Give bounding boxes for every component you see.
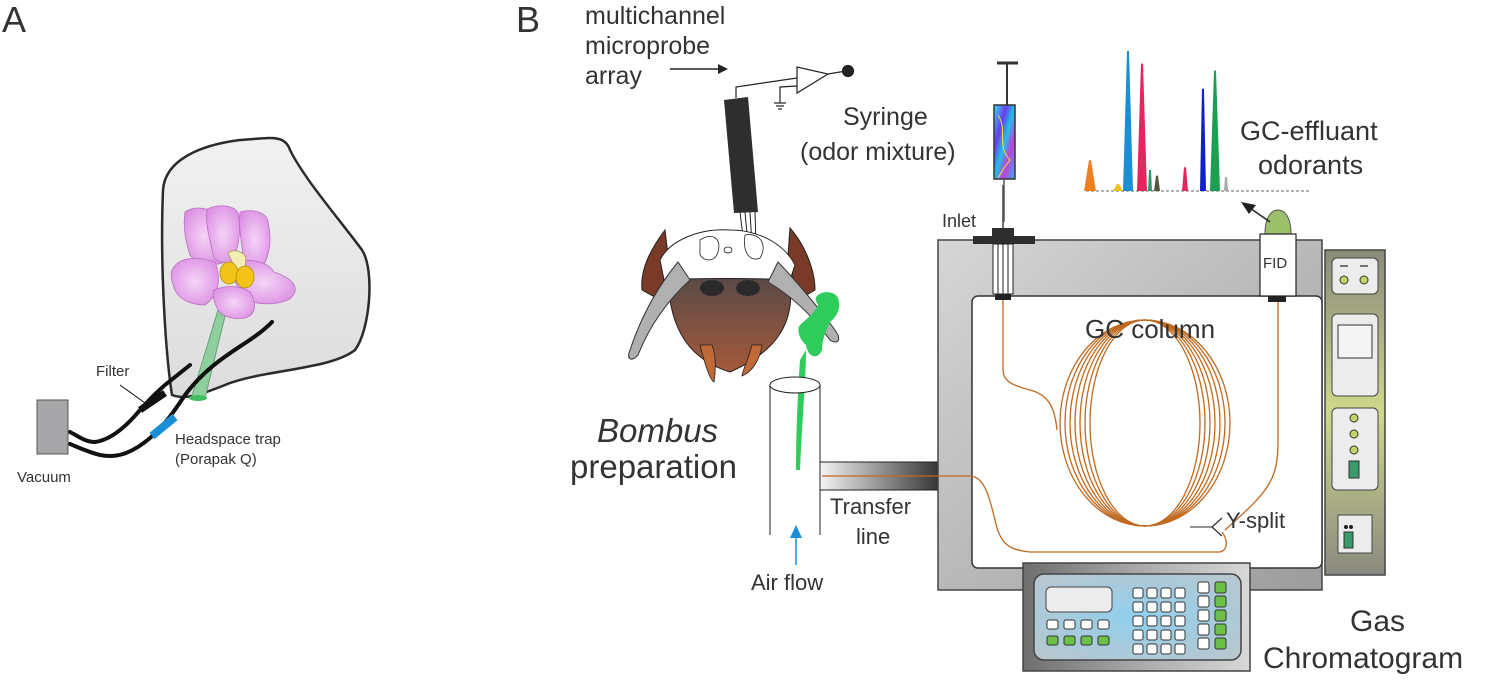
gc-column [822, 300, 1279, 553]
odor-plume [796, 292, 840, 470]
control-key-green [1214, 637, 1227, 650]
gc-label-line2: Chromatogram [1263, 642, 1464, 675]
keypad-key [1174, 601, 1186, 613]
chromatogram-peak [1200, 88, 1206, 191]
trap-label-line2: (Porapak Q) [175, 451, 257, 468]
control-key-green [1214, 581, 1227, 594]
chromatogram-peak [1113, 184, 1123, 191]
filter-label: Filter [96, 363, 130, 380]
keypad-key [1174, 643, 1186, 655]
probe-label-line2: microprobe [585, 32, 711, 60]
headspace-trap [149, 413, 178, 440]
control-key-green [1214, 623, 1227, 636]
vacuum-pump [36, 399, 69, 455]
keypad-key [1146, 629, 1158, 641]
bombus-label-line2: preparation [570, 448, 737, 485]
probe-label-line1: multichannel [585, 2, 726, 30]
control-key-green [1214, 595, 1227, 608]
microprobe-array [724, 97, 758, 246]
probe-label-line3: array [585, 62, 642, 90]
column-coil [1059, 319, 1231, 527]
fid-detector [1259, 209, 1297, 302]
control-key-green [1063, 635, 1076, 646]
air-flow-label: Air flow [751, 570, 824, 595]
syringe-label-line2: (odor mixture) [800, 138, 956, 166]
control-key [1097, 619, 1110, 630]
chromatogram-peak [1084, 160, 1096, 191]
panel-b-letter: B [516, 0, 541, 40]
chromatogram-peak [1210, 70, 1220, 191]
inlet [973, 185, 1035, 300]
chromatogram-peak [1137, 63, 1147, 191]
trap-label-line1: Headspace trap [175, 431, 281, 448]
transfer-label-line1: Transfer [830, 494, 912, 519]
fid-arrow [1241, 202, 1271, 223]
filter [138, 390, 167, 413]
chromatogram-peak [1224, 177, 1228, 191]
air-tube [769, 376, 821, 535]
control-key [1197, 581, 1210, 594]
transfer-label-line2: line [856, 524, 891, 549]
chromatogram [1084, 51, 1310, 192]
fid-label: FID [1263, 255, 1288, 272]
gc-column-label: GC column [1085, 314, 1216, 344]
air-flow-arrow [790, 525, 802, 565]
vacuum-label: Vacuum [17, 469, 71, 486]
control-key-green [1046, 635, 1059, 646]
keypad-key [1174, 629, 1186, 641]
keypad-key [1132, 629, 1144, 641]
keypad-key [1160, 629, 1172, 641]
control-key [1197, 637, 1210, 650]
probe-arrow [670, 64, 728, 74]
keypad-key [1146, 615, 1158, 627]
syringe-label-line1: Syringe [843, 103, 928, 131]
keypad-key [1132, 601, 1144, 613]
keypad-key [1160, 643, 1172, 655]
flower-anthers [219, 250, 255, 289]
keypad-key [1160, 601, 1172, 613]
keypad-key [1174, 615, 1186, 627]
control-key [1080, 619, 1093, 630]
keypad-key [1160, 615, 1172, 627]
bombus-head [628, 226, 840, 383]
effluent-label-line2: odorants [1258, 150, 1364, 180]
keypad-key [1132, 643, 1144, 655]
control-key [1197, 609, 1210, 622]
flower [170, 205, 296, 319]
keypad-key [1146, 643, 1158, 655]
keypad-key [1160, 587, 1172, 599]
panel-a-letter: A [2, 0, 27, 40]
control-key [1046, 619, 1059, 630]
chromatogram-peak [1154, 175, 1160, 191]
inlet-label: Inlet [942, 211, 977, 231]
keypad-key [1146, 587, 1158, 599]
control-key [1197, 623, 1210, 636]
syringe [993, 61, 1018, 222]
keypad-key [1132, 615, 1144, 627]
control-key [1063, 619, 1076, 630]
gc-control-panel [1022, 562, 1251, 672]
bombus-label-line1: Bombus [597, 412, 719, 449]
gc-label-line1: Gas [1350, 605, 1406, 638]
keypad-key [1174, 587, 1186, 599]
y-split-label: Y-split [1226, 508, 1286, 533]
chromatogram-peak [1123, 51, 1133, 191]
chromatogram-peak [1148, 170, 1152, 191]
gc-side-panel [1324, 249, 1386, 576]
effluent-label-line1: GC-effluant [1240, 116, 1378, 146]
chromatogram-peak [1182, 167, 1188, 191]
panel-a-headspace-diagram [36, 136, 371, 458]
control-key [1197, 595, 1210, 608]
control-key-green [1097, 635, 1110, 646]
control-key-green [1214, 609, 1227, 622]
amplifier-icon [735, 64, 855, 110]
keypad-key [1132, 587, 1144, 599]
control-key-green [1080, 635, 1093, 646]
keypad-key [1146, 601, 1158, 613]
